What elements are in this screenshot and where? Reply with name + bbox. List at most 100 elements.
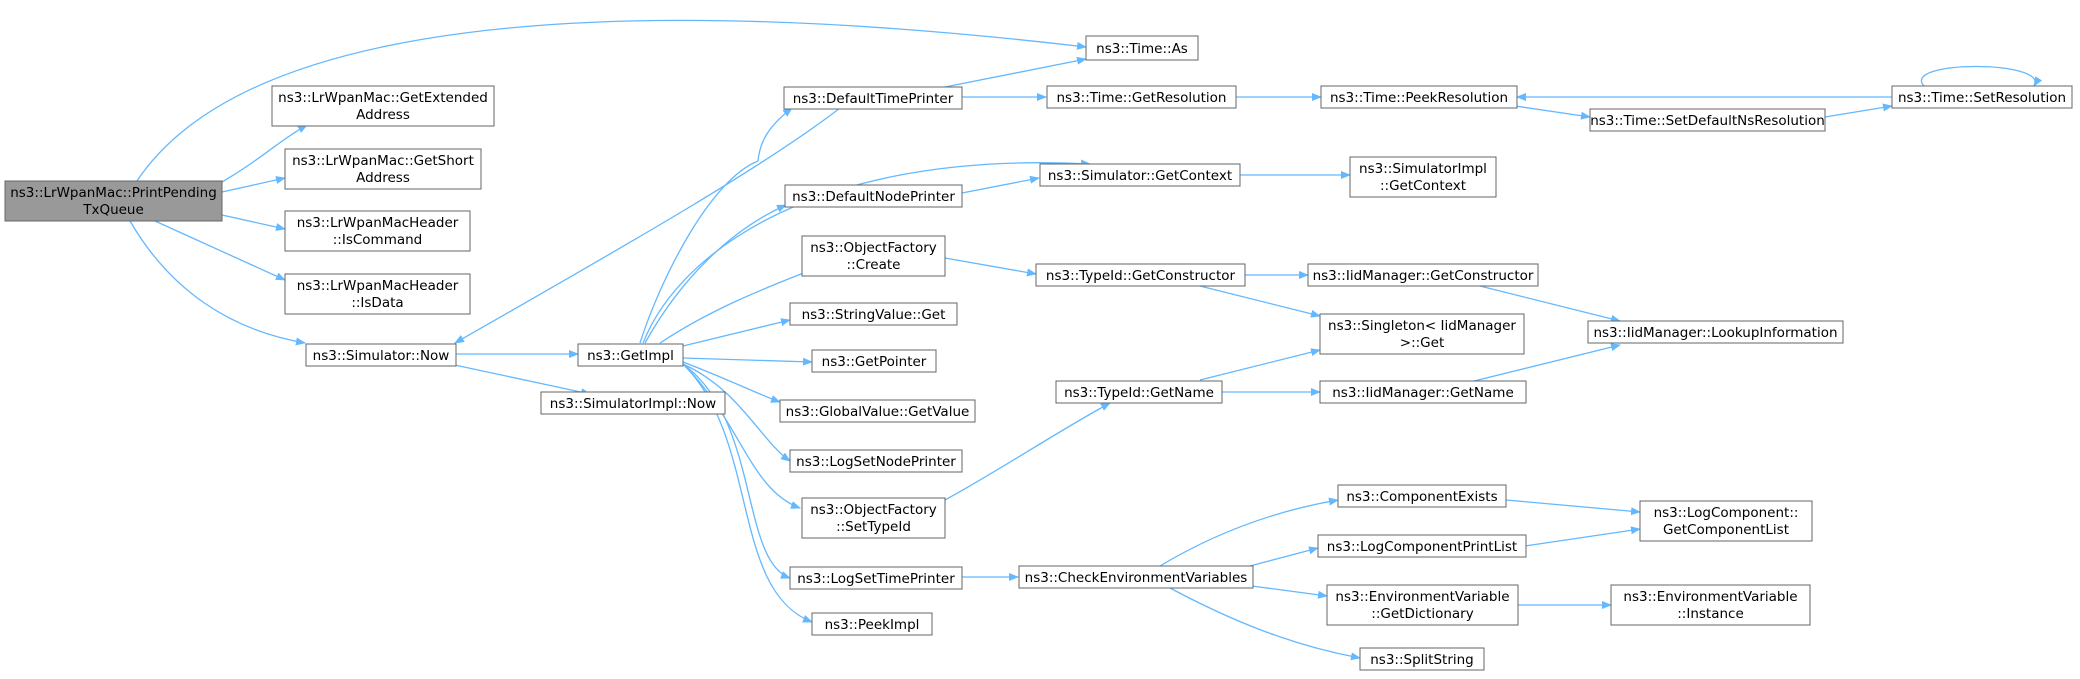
edge-get-impl-get-pointer [682,357,813,366]
svg-text:ns3::Singleton< IidManager: ns3::Singleton< IidManager [1328,318,1516,334]
edge-iidgc-lookup [1479,285,1621,323]
edge-iidname-lookup [1469,343,1621,383]
svg-text:Address: Address [356,107,410,123]
svg-text:ns3::IidManager::GetConstructo: ns3::IidManager::GetConstructor [1313,268,1534,284]
svg-text:ns3::DefaultNodePrinter: ns3::DefaultNodePrinter [792,189,955,205]
node-env-variable-get-dictionary[interactable]: ns3::EnvironmentVariable ::GetDictionary [1326,584,1519,626]
edge-typeidname-singleton [1199,348,1321,381]
edge-get-impl-sim-get-context [642,159,1091,344]
node-env-variable-instance[interactable]: ns3::EnvironmentVariable ::Instance [1610,584,1811,626]
node-iid-manager-lookup-information[interactable]: ns3::IidManager::LookupInformation [1587,320,1844,344]
svg-text:ns3::DefaultTimePrinter: ns3::DefaultTimePrinter [793,91,954,107]
node-time-set-default-ns-resolution[interactable]: ns3::Time::SetDefaultNsResolution [1589,108,1826,132]
node-iid-manager-get-constructor[interactable]: ns3::IidManager::GetConstructor [1307,263,1539,287]
svg-text:ns3::LrWpanMacHeader: ns3::LrWpanMacHeader [297,215,459,231]
node-get-pointer[interactable]: ns3::GetPointer [811,349,937,373]
node-object-factory-create[interactable]: ns3::ObjectFactory ::Create [801,235,946,277]
svg-text:ns3::Time::PeekResolution: ns3::Time::PeekResolution [1330,90,1508,106]
edge-root-is-command [221,214,286,231]
edge-peekres-setdefault [1514,105,1591,120]
node-log-component-print-list[interactable]: ns3::LogComponentPrintList [1317,534,1527,558]
node-time-set-resolution[interactable]: ns3::Time::SetResolution [1891,85,2073,109]
node-is-command[interactable]: ns3::LrWpanMacHeader ::IsCommand [284,210,471,252]
node-get-short-address[interactable]: ns3::LrWpanMac::GetShort Address [284,148,482,190]
edge-comp-exists-getlist [1505,499,1641,516]
node-simulator-now[interactable]: ns3::Simulator::Now [305,343,457,367]
edge-setdefault-setres [1824,103,1893,118]
svg-text:ns3::LogSetTimePrinter: ns3::LogSetTimePrinter [797,571,955,587]
node-default-node-printer[interactable]: ns3::DefaultNodePrinter [784,184,963,208]
edge-sim-now-simimpl-now [449,363,591,397]
svg-text:::Instance: ::Instance [1677,606,1744,622]
edge-check-component-exists [1159,497,1339,567]
edge-get-impl-of-create [659,269,812,344]
node-get-impl[interactable]: ns3::GetImpl [577,343,684,367]
svg-text:ns3::ComponentExists: ns3::ComponentExists [1346,489,1497,505]
svg-text:ns3::LogSetNodePrinter: ns3::LogSetNodePrinter [796,454,956,470]
node-iid-manager-get-name[interactable]: ns3::IidManager::GetName [1319,380,1527,404]
edge-print-list-getlist [1524,526,1641,547]
edge-check-env-dict [1251,585,1328,599]
node-log-set-time-printer[interactable]: ns3::LogSetTimePrinter [789,566,963,590]
node-time-as[interactable]: ns3::Time::As [1085,35,1199,61]
svg-text:::IsCommand: ::IsCommand [333,232,423,248]
svg-text:ns3::Time::As: ns3::Time::As [1096,41,1188,57]
node-root[interactable]: ns3::LrWpanMac::PrintPending TxQueue [4,180,223,222]
node-default-time-printer[interactable]: ns3::DefaultTimePrinter [783,86,963,110]
edge-root-sim-now [129,220,306,346]
svg-text:ns3::LrWpanMac::PrintPending: ns3::LrWpanMac::PrintPending [10,185,217,201]
node-object-factory-set-type-id[interactable]: ns3::ObjectFactory ::SetTypeId [801,497,946,539]
node-string-value-get[interactable]: ns3::StringValue::Get [789,302,958,326]
node-check-environment-variables[interactable]: ns3::CheckEnvironmentVariables [1018,565,1254,589]
svg-text:::GetDictionary: ::GetDictionary [1371,606,1473,622]
svg-text:ns3::LrWpanMac::GetShort: ns3::LrWpanMac::GetShort [292,153,474,169]
node-peek-impl[interactable]: ns3::PeekImpl [811,612,933,636]
svg-text:ns3::LogComponentPrintList: ns3::LogComponentPrintList [1327,539,1517,555]
edge-get-impl-string-value [682,318,791,347]
svg-text:TxQueue: TxQueue [82,202,144,218]
svg-text:ns3::IidManager::GetName: ns3::IidManager::GetName [1332,385,1514,401]
svg-text:ns3::TypeId::GetConstructor: ns3::TypeId::GetConstructor [1046,268,1236,284]
node-simulator-impl-now[interactable]: ns3::SimulatorImpl::Now [540,391,726,415]
svg-text:::GetContext: ::GetContext [1380,178,1466,194]
node-log-component-get-component-list[interactable]: ns3::LogComponent:: GetComponentList [1639,500,1813,542]
svg-text:ns3::CheckEnvironmentVariables: ns3::CheckEnvironmentVariables [1025,570,1248,586]
node-global-value-get-value[interactable]: ns3::GlobalValue::GetValue [779,399,976,423]
svg-text:ns3::Time::SetResolution: ns3::Time::SetResolution [1898,90,2066,106]
edge-dtp-sim-now [454,107,841,344]
node-typeid-get-constructor[interactable]: ns3::TypeId::GetConstructor [1035,263,1246,287]
node-time-get-resolution[interactable]: ns3::Time::GetResolution [1046,85,1237,109]
node-split-string[interactable]: ns3::SplitString [1359,647,1485,671]
svg-text:ns3::PeekImpl: ns3::PeekImpl [825,617,920,633]
edge-root-get-extended [221,124,308,183]
svg-text:ns3::SimulatorImpl::Now: ns3::SimulatorImpl::Now [550,396,716,412]
svg-text:ns3::ObjectFactory: ns3::ObjectFactory [810,240,937,256]
svg-text:::Create: ::Create [847,257,901,273]
svg-text:>::Get: >::Get [1400,335,1444,351]
node-log-set-node-printer[interactable]: ns3::LogSetNodePrinter [789,449,963,473]
svg-text:Address: Address [356,170,410,186]
svg-text:ns3::Time::SetDefaultNsResolut: ns3::Time::SetDefaultNsResolution [1590,113,1825,129]
svg-text:ns3::SimulatorImpl: ns3::SimulatorImpl [1359,161,1487,177]
node-typeid-get-name[interactable]: ns3::TypeId::GetName [1055,380,1223,404]
svg-text:ns3::GetImpl: ns3::GetImpl [587,348,674,364]
node-component-exists[interactable]: ns3::ComponentExists [1337,484,1507,508]
node-time-peek-resolution[interactable]: ns3::Time::PeekResolution [1320,85,1518,109]
svg-text:::IsData: ::IsData [351,295,403,311]
svg-text:ns3::LogComponent::: ns3::LogComponent:: [1654,505,1799,521]
edge-get-impl-log-set-time [682,363,791,579]
node-simulator-impl-get-context[interactable]: ns3::SimulatorImpl ::GetContext [1349,156,1497,198]
node-is-data[interactable]: ns3::LrWpanMacHeader ::IsData [284,273,471,315]
node-simulator-get-context[interactable]: ns3::Simulator::GetContext [1039,163,1241,187]
node-get-extended-address[interactable]: ns3::LrWpanMac::GetExtended Address [271,85,495,127]
edge-setres-self [1920,65,2043,87]
node-singleton-iid-manager-get[interactable]: ns3::Singleton< IidManager >::Get [1319,313,1525,355]
edge-get-impl-log-set-node [682,363,791,462]
svg-text:ns3::TypeId::GetName: ns3::TypeId::GetName [1064,385,1214,401]
edge-get-impl-dtp [639,107,793,344]
svg-text:ns3::StringValue::Get: ns3::StringValue::Get [802,307,946,323]
svg-text:ns3::EnvironmentVariable: ns3::EnvironmentVariable [1623,589,1797,605]
svg-text:ns3::SplitString: ns3::SplitString [1370,652,1474,668]
svg-text:GetComponentList: GetComponentList [1663,522,1789,538]
edge-root-get-short [221,176,286,193]
